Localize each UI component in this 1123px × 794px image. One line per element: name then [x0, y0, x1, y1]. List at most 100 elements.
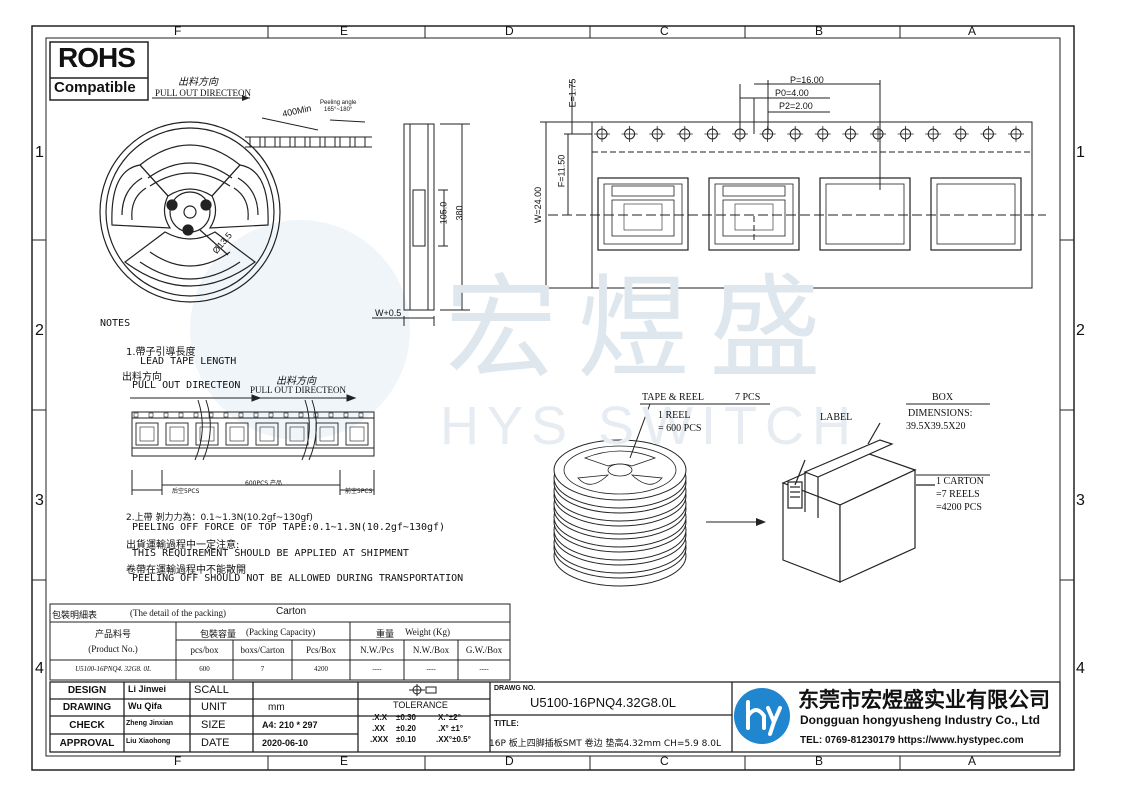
note-dir2-cn: 出料方向 — [276, 376, 316, 387]
tol-r3-a: .XXX — [370, 735, 389, 744]
projection-symbol — [409, 684, 437, 696]
pt-sub-4: N.W./Box — [412, 645, 450, 655]
rohs-title: ROHS — [58, 42, 136, 73]
pt-sub-2: Pcs/Box — [305, 645, 336, 655]
reel-count-label: 1 REEL — [658, 410, 691, 421]
reel-front — [99, 121, 281, 303]
carton-reels: =7 REELS — [936, 489, 980, 500]
tb-tolerance: TOLERANCE — [393, 700, 448, 710]
zone-col-a-top: A — [968, 24, 977, 38]
note4-en: PEELING OFF SHOULD NOT BE ALLOWED DURING… — [132, 573, 464, 584]
company-logo — [734, 688, 790, 744]
zone-row-3-left: 3 — [35, 492, 44, 509]
pt-h-product-cn: 产品料号 — [94, 629, 131, 639]
tb-key-unit: UNIT — [201, 701, 227, 713]
tol-r2-b: ±0.20 — [396, 724, 416, 733]
pt-sub-0: pcs/box — [190, 645, 219, 655]
tb-label-check: CHECK — [69, 720, 105, 731]
zone-row-3-right: 3 — [1076, 492, 1085, 509]
titleblock-grid — [49, 681, 1061, 753]
reel-count-qty: = 600 PCS — [658, 423, 702, 434]
note3-en: THIS REQUIREMENT SHOULD BE APPLIED AT SH… — [132, 548, 409, 559]
note1-en: LEAD TAPE LENGTH — [140, 356, 237, 367]
tb-val-date: 2020-06-10 — [262, 738, 309, 748]
tape-pockets — [597, 177, 1022, 251]
company-contact: TEL: 0769-81230179 https://www.hystypec.… — [800, 735, 1024, 746]
carton-pcs: =4200 PCS — [936, 502, 982, 513]
notes-title: NOTES — [100, 318, 131, 329]
dim-f: F=11.50 — [556, 154, 567, 188]
pt-h-weight-en: Weight (Kg) — [405, 627, 451, 637]
tb-label-approval: APPROVAL — [59, 738, 115, 749]
sprocket-holes — [594, 126, 1024, 142]
pack-leaders — [629, 403, 990, 476]
box-dims-label: DIMENSIONS: — [908, 408, 973, 419]
tol-r3-c: .XX°±0.5° — [436, 735, 471, 744]
zone-col-f-bottom: F — [174, 754, 182, 768]
watermark-logo — [190, 220, 410, 440]
outer-border — [31, 25, 1075, 771]
rohs-subtitle: Compatible — [54, 79, 136, 96]
pull-direction-en: PULL OUT DIRECTEON — [155, 88, 251, 98]
zone-row-4-right: 4 — [1076, 660, 1085, 677]
zone-col-e-bottom: E — [340, 754, 349, 768]
pt-row-pcsbox: 600 — [199, 665, 210, 673]
rohs-box — [49, 41, 149, 101]
note-dir-en: PULL OUT DIRECTEON — [132, 380, 241, 391]
note3-cn: 出貨運輸過程中一定注意: — [126, 540, 240, 551]
tol-r1-a: .X.X — [372, 713, 388, 722]
pt-h-capacity-cn: 包裝容量 — [200, 629, 237, 639]
pt-h-product-en: (Product No.) — [88, 644, 138, 654]
tape-reel-label: TAPE & REEL — [642, 392, 704, 403]
strip-pockets — [133, 412, 369, 446]
carrier-tape — [540, 80, 1046, 289]
reel-stack — [553, 439, 687, 587]
zone-col-b-bottom: B — [815, 754, 824, 768]
zone-row-2-right: 2 — [1076, 322, 1085, 339]
dim-380: 380 — [454, 205, 465, 221]
dim-p0: P0=4.00 — [775, 88, 809, 98]
tb-key-scale: SCALL — [194, 684, 229, 696]
pt-row-nwpcs: ---- — [372, 665, 382, 673]
carton-label: 1 CARTON — [936, 476, 984, 487]
dim-105: 105.0 — [438, 201, 449, 225]
pt-row-boxcarton: 7 — [260, 665, 265, 673]
pt-title-val: Carton — [276, 606, 307, 617]
tb-name-check: Zheng Jinxian — [126, 720, 174, 727]
packing-table-grid — [49, 603, 511, 681]
pt-row-nwbox: ---- — [426, 665, 436, 673]
zone-col-e-top: E — [340, 24, 349, 38]
tb-label-design: DESIGN — [67, 685, 107, 696]
note2-en: PEELING OFF FORCE OF TOP TAPE:0.1~1.3N(1… — [132, 522, 446, 533]
note1-cn: 1.帶子引導長度 — [126, 347, 196, 358]
box-label: BOX — [932, 392, 954, 403]
peel-angle-value: 165°~180° — [324, 107, 353, 113]
tb-key-size: SIZE — [201, 719, 226, 731]
dim-w: W+0.5 — [375, 308, 402, 318]
inner-border — [45, 37, 1061, 757]
pt-row-product: U5100-16PNQ4. 32G8. 0L — [75, 665, 151, 673]
pt-row-gwbox: ---- — [479, 665, 489, 673]
dim-w24: W=24.00 — [533, 186, 544, 224]
pt-sub-1: boxs/Carton — [240, 645, 285, 655]
dim-e: E=1.75 — [567, 78, 578, 108]
tb-title-value: 16P 板上四脚插板SMT 卷边 垫高4.32mm CH=5.9 8.0L — [489, 739, 721, 749]
pt-h-capacity-en: (Packing Capacity) — [246, 627, 316, 637]
tb-name-design: Li Jinwei — [128, 684, 167, 694]
note2-cn: 2.上帶 剝力力為：0.1~1.3N(10.2gf~130gf) — [126, 513, 313, 523]
tb-label-drawing: DRAWING — [62, 702, 112, 713]
strip-right-label: 前空5PCS — [345, 488, 373, 495]
note4-cn: 卷帶在運輸過程中不能散開 — [126, 565, 246, 576]
zone-col-c-top: C — [660, 24, 669, 38]
note-dir-cn: 出料方向 — [122, 372, 162, 383]
pt-sub-3: N.W./Pcs — [360, 645, 394, 655]
tol-r1-b: ±0.30 — [396, 713, 416, 722]
strip-mid-label: 600PCS 产品 — [245, 480, 282, 487]
reel-side — [372, 123, 470, 326]
tb-name-approval: Liu Xiaohong — [126, 738, 171, 745]
zone-row-1-right: 1 — [1076, 144, 1085, 161]
lead-tape-strip — [130, 394, 375, 495]
tol-r2-a: .XX — [372, 724, 385, 733]
tb-dwg-no: U5100-16PNQ4.32G8.0L — [530, 695, 676, 710]
